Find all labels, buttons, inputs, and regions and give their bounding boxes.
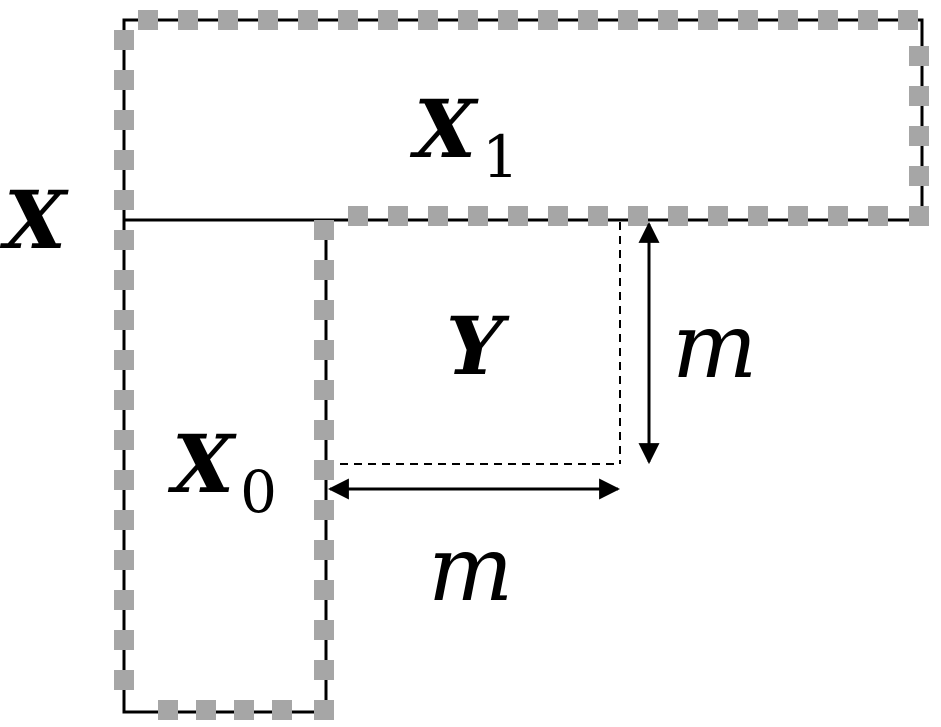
- dash-square: [338, 10, 358, 30]
- dash-square: [114, 550, 134, 570]
- dash-square: [628, 206, 648, 226]
- dash-square: [314, 260, 334, 280]
- dash-square: [114, 110, 134, 130]
- dash-square: [378, 10, 398, 30]
- dash-square: [858, 10, 878, 30]
- dash-square: [314, 540, 334, 560]
- dash-square: [658, 10, 678, 30]
- dash-square: [909, 46, 929, 66]
- dash-square: [114, 630, 134, 650]
- dash-square: [178, 10, 198, 30]
- dash-square: [114, 350, 134, 370]
- dash-square: [588, 206, 608, 226]
- dash-square: [314, 620, 334, 640]
- dash-square: [314, 420, 334, 440]
- dash-square: [258, 10, 278, 30]
- dash-square: [314, 500, 334, 520]
- label-m-horizontal: m: [428, 517, 513, 622]
- label-y: Y: [446, 299, 510, 393]
- dash-square: [114, 670, 134, 690]
- dash-square: [468, 206, 488, 226]
- dash-square: [748, 206, 768, 226]
- dash-square: [114, 390, 134, 410]
- label-x1-subscript: 1: [482, 123, 519, 191]
- dash-square: [828, 206, 848, 226]
- dash-square: [114, 270, 134, 290]
- dash-square: [114, 230, 134, 250]
- dash-square: [418, 10, 438, 30]
- dash-square: [388, 206, 408, 226]
- dash-square: [314, 700, 334, 720]
- dash-square: [114, 590, 134, 610]
- dash-square: [158, 700, 178, 720]
- label-x0-main: X: [167, 417, 237, 511]
- dash-square: [698, 10, 718, 30]
- dash-square: [778, 10, 798, 30]
- dash-square: [348, 206, 368, 226]
- dash-square: [114, 30, 134, 50]
- dash-square: [818, 10, 838, 30]
- dash-square: [909, 126, 929, 146]
- dash-square: [196, 700, 216, 720]
- dash-square: [458, 10, 478, 30]
- x0-dashed-boundary: [114, 220, 334, 720]
- x1-dashed-boundary: [114, 10, 929, 226]
- dash-square: [314, 660, 334, 680]
- dash-square: [548, 206, 568, 226]
- dash-square: [788, 206, 808, 226]
- dash-square: [234, 700, 254, 720]
- dash-square: [909, 206, 929, 226]
- dash-square: [314, 340, 334, 360]
- dash-square: [868, 206, 888, 226]
- dash-square: [114, 70, 134, 90]
- dash-square: [314, 220, 334, 240]
- dash-square: [114, 310, 134, 330]
- dash-square: [578, 10, 598, 30]
- dash-square: [428, 206, 448, 226]
- dash-square: [298, 10, 318, 30]
- label-m-vertical: m: [672, 294, 757, 399]
- dash-square: [708, 206, 728, 226]
- dash-square: [218, 10, 238, 30]
- dash-square: [618, 10, 638, 30]
- dash-square: [314, 460, 334, 480]
- dash-square: [538, 10, 558, 30]
- dash-square: [738, 10, 758, 30]
- label-x1-main: X: [409, 82, 479, 176]
- dash-square: [909, 86, 929, 106]
- dash-square: [114, 430, 134, 450]
- y-dashed-outline: [326, 222, 621, 465]
- dash-square: [898, 10, 918, 30]
- dash-square: [498, 10, 518, 30]
- dash-square: [668, 206, 688, 226]
- x-outline: [122, 18, 924, 714]
- dash-square: [114, 190, 134, 210]
- dash-square: [114, 150, 134, 170]
- dash-square: [272, 700, 292, 720]
- label-x0-subscript: 0: [240, 458, 277, 526]
- dash-square: [114, 470, 134, 490]
- dash-square: [909, 166, 929, 186]
- dash-square: [314, 580, 334, 600]
- dash-square: [314, 300, 334, 320]
- dash-square: [314, 380, 334, 400]
- label-x: X: [0, 173, 69, 267]
- dash-square: [508, 206, 528, 226]
- dash-square: [138, 10, 158, 30]
- dash-square: [114, 510, 134, 530]
